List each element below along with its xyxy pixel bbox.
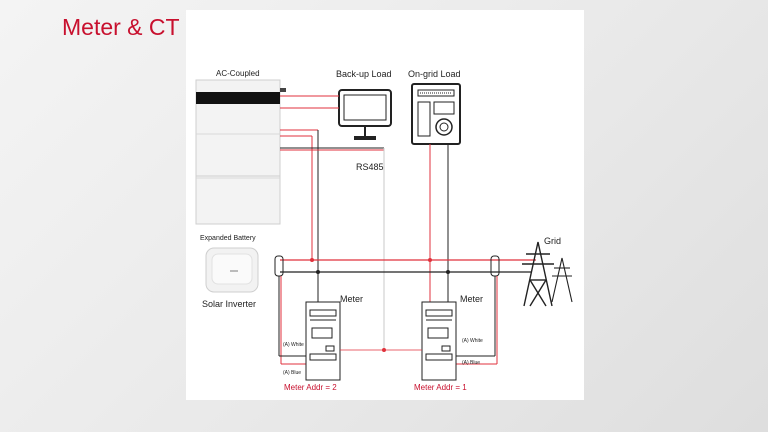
grid-tower-icon: [522, 241, 573, 307]
label-ac-coupled: AC-Coupled: [216, 69, 260, 78]
label-solar-inverter: Solar Inverter: [202, 299, 256, 309]
meter-left: [305, 301, 341, 381]
label-meter-left: Meter: [340, 294, 363, 304]
label-backup-load: Back-up Load: [336, 69, 392, 79]
wiring-diagram: AC-Coupled Expanded Battery Back-up Load…: [186, 10, 584, 400]
label-ct-white-right: (A) White: [462, 338, 483, 344]
diagram-canvas: AC-Coupled Expanded Battery Back-up Load…: [195, 69, 573, 392]
rs485-link: [340, 348, 422, 352]
ct-clamp-right: [454, 255, 500, 365]
label-ct-white-left: (A) White: [283, 342, 304, 348]
meter-right: [421, 301, 457, 381]
bus-lines: [280, 258, 536, 274]
load-wiring: [280, 95, 449, 350]
meter-addr-right: Meter Addr = 1: [414, 383, 467, 392]
meter-addr-left: Meter Addr = 2: [284, 383, 337, 392]
appliance-icon: [411, 83, 461, 145]
ct-clamp-left: [274, 255, 312, 365]
solar-inverter-icon: [205, 247, 259, 293]
label-grid: Grid: [544, 236, 561, 246]
label-ct-blue-right: (A) Blue: [462, 360, 480, 366]
monitor-icon: [338, 89, 392, 140]
label-expanded-battery: Expanded Battery: [200, 235, 256, 242]
label-rs485: RS485: [356, 162, 384, 172]
label-ongrid-load: On-grid Load: [408, 69, 461, 79]
label-ct-blue-left: (A) Blue: [283, 370, 301, 376]
label-meter-right: Meter: [460, 294, 483, 304]
battery-stack: [195, 79, 286, 225]
